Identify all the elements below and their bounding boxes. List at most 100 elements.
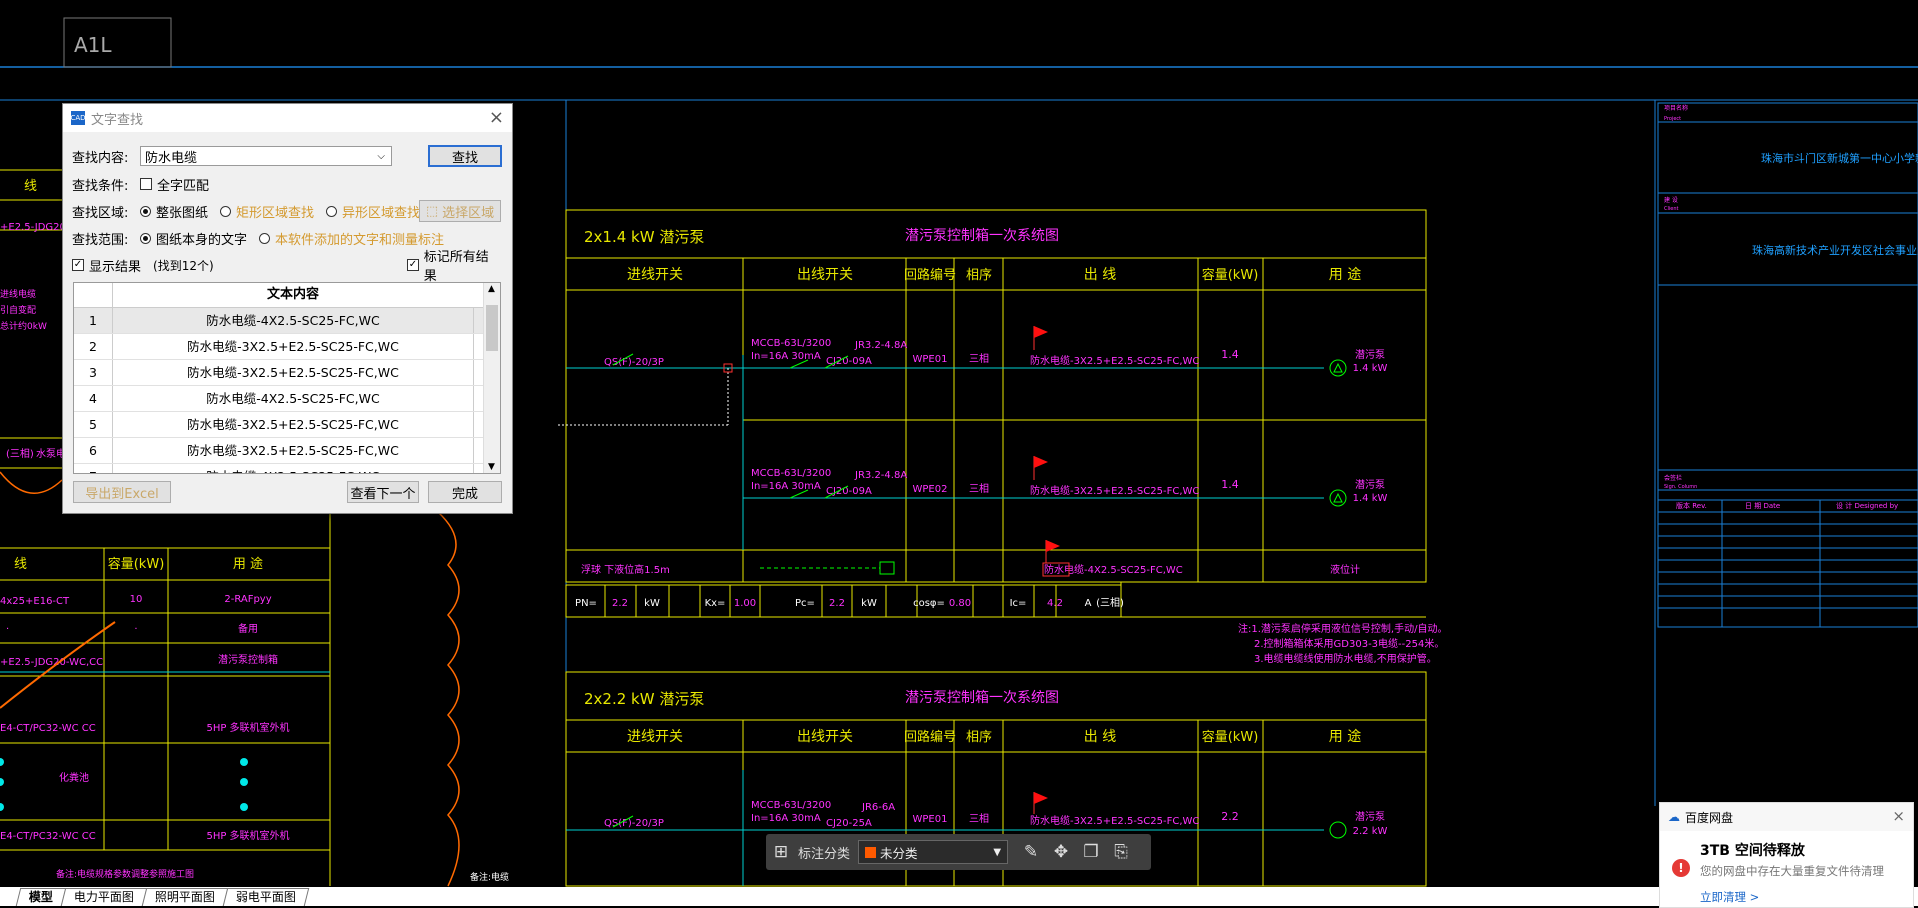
range-added-text-radio[interactable]: 本软件添加的文字和测量标注 — [259, 229, 444, 248]
schedule-1-circuits — [556, 326, 1347, 577]
layout-tab-a1l[interactable]: A1L — [74, 33, 112, 57]
scroll-thumb[interactable] — [486, 305, 498, 351]
svg-text:会签栏: 会签栏 — [1664, 474, 1682, 482]
find-button[interactable]: 查找 — [428, 145, 502, 167]
copy-icon[interactable]: ❐ — [1083, 842, 1099, 862]
area-rect-radio[interactable]: 矩形区域查找 — [220, 202, 314, 221]
svg-text:(三相): (三相) — [6, 447, 34, 460]
svg-text:Client: Client — [1664, 206, 1679, 212]
result-text: 防水电缆-3X2.5+E2.5-SC25-FC,WC — [113, 334, 474, 359]
schedule-1-text: 2x1.4 kW 潜污泵 潜污泵控制箱一次系统图 进线开关 出线开关 回路编号 … — [575, 228, 1447, 665]
close-icon[interactable]: × — [488, 107, 504, 128]
svg-text:kW: kW — [861, 598, 877, 609]
svg-text:QS(F)-20/3P: QS(F)-20/3P — [604, 818, 664, 829]
svg-text:+E2.5-JDG20-WC,CC: +E2.5-JDG20-WC,CC — [0, 657, 103, 668]
svg-text:液位计: 液位计 — [1330, 563, 1360, 576]
notify-app-name: 百度网盘 — [1685, 810, 1734, 825]
close-icon[interactable]: × — [1892, 807, 1905, 825]
svg-text:潜污泵控制箱一次系统图: 潜污泵控制箱一次系统图 — [905, 690, 1059, 706]
result-text: 防水电缆-3X2.5+E2.5-SC25-FC,WC — [113, 412, 474, 437]
svg-text:3.电缆电缆线使用防水电缆,不用保护管。: 3.电缆电缆线使用防水电缆,不用保护管。 — [1254, 652, 1437, 665]
svg-text:·: · — [6, 624, 9, 635]
svg-text:JR6-6A: JR6-6A — [861, 802, 895, 813]
find-next-button[interactable]: 查看下一个 — [347, 481, 419, 503]
svg-text:出线开关: 出线开关 — [797, 267, 853, 283]
move-icon[interactable]: ✥ — [1053, 842, 1069, 862]
cloud-icon: ☁ — [1668, 810, 1680, 824]
result-index: 4 — [74, 386, 113, 411]
result-row[interactable]: 7防水电缆-4X2.5-SC25-FC,WC — [74, 464, 500, 473]
mark-all-checkbox[interactable]: ✓标记所有结果 — [407, 250, 489, 284]
svg-text:备用: 备用 — [238, 622, 258, 635]
dropdown-arrow-icon[interactable]: ▼ — [993, 846, 1002, 858]
search-content-label: 查找内容: — [72, 150, 129, 166]
drawing-frame — [565, 99, 1918, 886]
select-area-button[interactable]: ⬚选择区域 — [419, 200, 501, 222]
done-button[interactable]: 完成 — [428, 481, 502, 503]
category-select[interactable]: 未分类 ▼ — [858, 840, 1009, 864]
dialog-title: 文字查找 — [91, 112, 144, 128]
results-scrollbar[interactable]: ▲ ▼ — [483, 283, 500, 473]
svg-text:QS(F)-20/3P: QS(F)-20/3P — [604, 357, 664, 368]
scroll-up-icon[interactable]: ▲ — [488, 284, 495, 294]
svg-text:2.2: 2.2 — [612, 598, 628, 609]
paste-icon[interactable]: ⎘ — [1114, 842, 1128, 862]
result-text: 防水电缆-4X2.5-SC25-FC,WC — [113, 464, 474, 473]
annotation-toolbar[interactable]: ⊞ 标注分类 未分类 ▼ ✎ ✥ ❐ ⎘ — [766, 834, 1151, 870]
show-results-checkbox[interactable]: ✓显示结果 — [72, 259, 142, 275]
edit-icon[interactable]: ✎ — [1023, 842, 1039, 862]
svg-text:(三相): (三相) — [1096, 596, 1124, 609]
schedule-2-text: 2x2.2 kW 潜污泵 潜污泵控制箱一次系统图 进线开关 出线开关 回路编号 … — [584, 690, 1387, 837]
tab-power-plan[interactable]: 电力平面图 — [60, 888, 148, 906]
svg-text:E4-CT/PC32-WC CC: E4-CT/PC32-WC CC — [0, 723, 96, 734]
result-index: 6 — [74, 438, 113, 463]
svg-text:A: A — [1085, 598, 1092, 609]
left-panel — [0, 169, 331, 886]
whole-word-checkbox[interactable]: 全字匹配 — [140, 175, 209, 194]
svg-text:三相: 三相 — [969, 352, 989, 365]
svg-text:潜污泵: 潜污泵 — [1355, 348, 1385, 361]
clean-now-link[interactable]: 立即清理 > — [1700, 890, 1760, 904]
grid-icon[interactable]: ⊞ — [773, 842, 789, 862]
result-text: 防水电缆-3X2.5+E2.5-SC25-FC,WC — [113, 438, 474, 463]
svg-text:1.4 kW: 1.4 kW — [1353, 493, 1388, 504]
svg-text:PN=: PN= — [575, 598, 597, 609]
baidu-netdisk-notification[interactable]: ☁ 百度网盘 × ! 3TB 空间待释放 您的网盘中存在大量重复文件待清理 立即… — [1659, 802, 1914, 908]
range-drawing-text-radio[interactable]: 图纸本身的文字 — [140, 229, 247, 248]
area-whole-drawing-radio[interactable]: 整张图纸 — [140, 202, 208, 221]
svg-text:回路编号: 回路编号 — [904, 267, 956, 283]
chevron-down-icon[interactable]: ⌵ — [377, 150, 385, 162]
svg-text:Sign. Column: Sign. Column — [1664, 484, 1697, 490]
tab-model[interactable]: 模型 — [15, 888, 67, 906]
app-logo-icon: CAD — [70, 111, 86, 125]
svg-text:2.2: 2.2 — [1221, 810, 1239, 823]
svg-text:1.00: 1.00 — [734, 598, 756, 609]
tab-lighting-plan[interactable]: 照明平面图 — [141, 888, 229, 906]
svg-text:出线开关: 出线开关 — [797, 729, 853, 745]
result-text: 防水电缆-4X2.5-SC25-FC,WC — [113, 386, 474, 411]
svg-text:CJ20-09A: CJ20-09A — [826, 356, 872, 367]
search-input[interactable]: 防水电缆 ⌵ — [140, 146, 392, 166]
tab-weak-current-plan[interactable]: 弱电平面图 — [222, 888, 310, 906]
svg-text:容量(kW): 容量(kW) — [1202, 267, 1259, 283]
notify-title: 3TB 空间待释放 — [1700, 843, 1805, 859]
area-irregular-radio[interactable]: 异形区域查找 — [326, 202, 420, 221]
export-excel-button[interactable]: 导出到Excel — [73, 481, 171, 503]
svg-text:总计约0kW: 总计约0kW — [0, 320, 47, 332]
svg-text:引自变配: 引自变配 — [0, 304, 36, 316]
text-search-dialog[interactable]: CAD 文字查找 × 查找内容: 防水电缆 ⌵ 查找 查找条件: 全字匹配 查找… — [62, 103, 513, 514]
dialog-titlebar[interactable]: CAD 文字查找 × — [63, 104, 512, 132]
result-index: 7 — [74, 464, 113, 473]
scroll-down-icon[interactable]: ▼ — [488, 462, 495, 472]
svg-text:回路编号: 回路编号 — [904, 729, 956, 745]
svg-text:潜污泵控制箱一次系统图: 潜污泵控制箱一次系统图 — [905, 228, 1059, 244]
